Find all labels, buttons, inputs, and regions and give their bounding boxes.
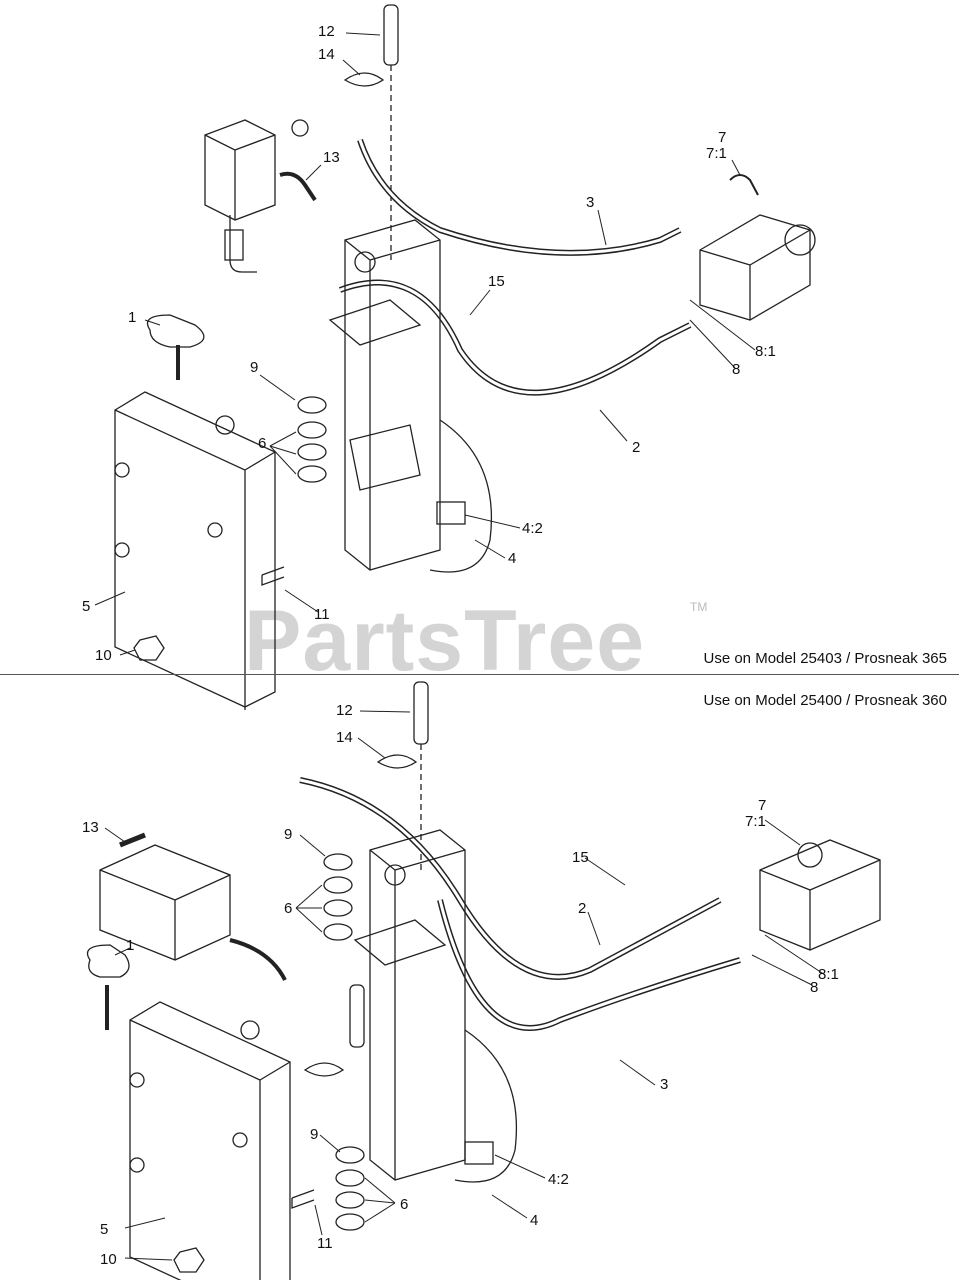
mount-bracket-top [328, 219, 493, 573]
nut-10-bottom [173, 1247, 205, 1273]
mount-plate-bottom [129, 1001, 291, 1280]
trademark-mark: TM [690, 600, 708, 614]
washers-bottom-lower [335, 1146, 365, 1231]
callout: 9 [284, 826, 293, 843]
partstree-watermark: PartsTree [244, 593, 646, 689]
callout: 13 [323, 149, 340, 166]
callout: 11 [317, 1235, 333, 1252]
hose-2-top [338, 279, 692, 396]
callout: 15 [572, 849, 589, 866]
valve-block-bottom [99, 832, 287, 981]
callout: 7 [758, 797, 767, 814]
callout: 14 [336, 729, 353, 746]
bolt-11-bottom [291, 1189, 315, 1209]
callout: 7:1 [745, 813, 766, 830]
callout: 12 [336, 702, 353, 719]
nut-10-top [133, 635, 165, 661]
washers-top [297, 396, 327, 483]
pin-12-top [383, 4, 399, 260]
clip-14-bottom [376, 754, 418, 769]
pump-bottom [759, 839, 881, 951]
callout: 14 [318, 46, 335, 63]
callout: 10 [95, 647, 112, 664]
hose-3-top [357, 139, 682, 256]
mount-plate-top [114, 391, 276, 710]
callout: 5 [100, 1221, 109, 1238]
callout: 15 [488, 273, 505, 290]
callout: 5 [82, 598, 91, 615]
callout: 7:1 [706, 145, 727, 162]
callout: 8 [732, 361, 741, 378]
callout: 3 [586, 194, 595, 211]
callout: 10 [100, 1251, 117, 1268]
callout: 8:1 [818, 966, 839, 983]
caption-bottom: Use on Model 25400 / Prosneak 360 [703, 692, 948, 709]
handle-1-top [146, 314, 205, 348]
callout: 13 [82, 819, 99, 836]
callout: 6 [400, 1196, 409, 1213]
callout: 6 [284, 900, 293, 917]
mount-bracket-bottom [353, 829, 518, 1183]
washers-bottom-upper [323, 853, 353, 941]
callout: 4 [508, 550, 517, 567]
callout: 12 [318, 23, 335, 40]
callout: 4 [530, 1212, 539, 1229]
callout: 4:2 [548, 1171, 569, 1188]
clip-14-top [343, 72, 385, 87]
callout: 11 [314, 606, 330, 623]
callout: 8:1 [755, 343, 776, 360]
callout: 9 [250, 359, 259, 376]
pump-top [699, 174, 816, 321]
valve-block-top [204, 119, 317, 273]
callout: 9 [310, 1126, 319, 1143]
callout: 2 [578, 900, 587, 917]
callout: 3 [660, 1076, 669, 1093]
callout: 2 [632, 439, 641, 456]
handle-1-bottom [86, 944, 130, 978]
bolt-11-top [261, 566, 285, 586]
leaders-bottom [104, 710, 826, 1261]
callout: 8 [810, 979, 819, 996]
callout: 6 [258, 435, 267, 452]
callout: 1 [126, 937, 135, 954]
section-divider [0, 674, 959, 675]
pin-lower-bottom [349, 984, 365, 1048]
leaders-top [94, 32, 756, 656]
callout: 1 [128, 309, 137, 326]
callout: 7 [718, 129, 727, 146]
callout: 4:2 [522, 520, 543, 537]
caption-top: Use on Model 25403 / Prosneak 365 [703, 650, 948, 667]
